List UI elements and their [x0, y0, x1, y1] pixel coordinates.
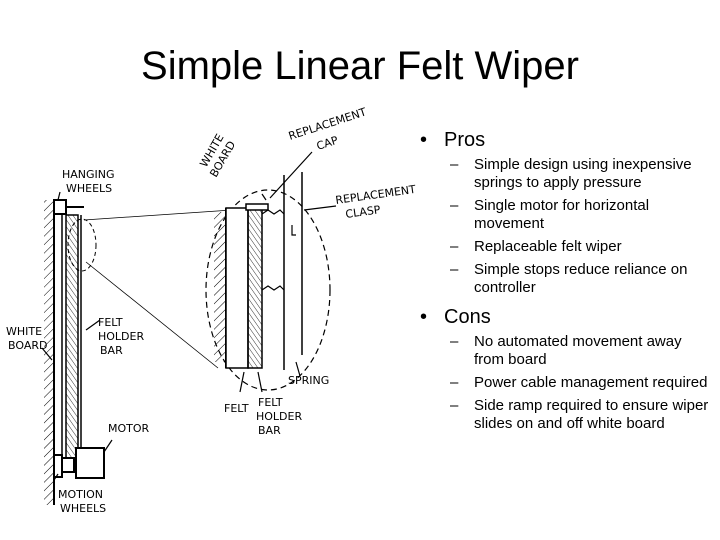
- detail-whiteboard: [214, 208, 227, 368]
- list-item: –Simple stops reduce reliance on control…: [450, 261, 688, 296]
- svg-text:WHITE: WHITE: [6, 325, 42, 338]
- svg-text:BAR: BAR: [100, 344, 123, 357]
- list-item: –Simple design using inexpensive springs…: [450, 156, 692, 191]
- label-arrows: [41, 151, 337, 481]
- cons-heading-text: Cons: [444, 306, 491, 328]
- zoom-line-top: [83, 209, 233, 221]
- cons-section: • Cons –No automated movement away from …: [418, 305, 714, 433]
- svg-text:HOLDER: HOLDER: [98, 330, 144, 343]
- zoom-circle-small: [67, 218, 97, 272]
- svg-text:HANGING: HANGING: [62, 168, 115, 181]
- detail-replacement-cap: [245, 203, 269, 211]
- label-felt-holder-bar-detail: FELT HOLDER BAR: [256, 396, 302, 437]
- detail-clasp-bar: [261, 172, 303, 370]
- list-item: –Replaceable felt wiper: [450, 238, 622, 255]
- svg-text:CLASP: CLASP: [345, 203, 382, 221]
- label-white-board-left: WHITE BOARD: [6, 325, 47, 352]
- svg-text:BOARD: BOARD: [8, 339, 47, 352]
- bullet-list: • Pros –Simple design using inexpensive …: [418, 128, 714, 441]
- pros-section: • Pros –Simple design using inexpensive …: [418, 128, 714, 297]
- list-item: –No automated movement away from board: [450, 333, 682, 368]
- slide-title: Simple Linear Felt Wiper: [141, 44, 579, 88]
- svg-text:HOLDER: HOLDER: [256, 410, 302, 423]
- pros-heading: • Pros: [418, 128, 714, 152]
- svg-text:FELT: FELT: [98, 316, 123, 329]
- list-item: –Single motor for horizontal movement: [450, 197, 650, 232]
- cons-heading: • Cons: [418, 305, 714, 329]
- svg-text:WHEELS: WHEELS: [60, 502, 106, 515]
- detail-felt-holder-bar: [247, 207, 263, 369]
- svg-text:CAP: CAP: [315, 134, 340, 153]
- label-spring: SPRING: [288, 374, 329, 387]
- side-view-felt-holder-bar: [65, 214, 82, 461]
- svg-text:FELT: FELT: [258, 396, 283, 409]
- label-replacement-clasp: REPLACEMENT CLASP: [335, 183, 417, 221]
- svg-text:WHEELS: WHEELS: [66, 182, 112, 195]
- pros-heading-text: Pros: [444, 129, 486, 151]
- list-item: –Side ramp required to ensure wiper slid…: [450, 397, 709, 432]
- label-replacement-cap: REPLACEMENT CAP: [287, 105, 368, 152]
- label-felt-holder-bar-left: FELT HOLDER BAR: [98, 316, 144, 357]
- bullet-dot: •: [420, 129, 428, 151]
- label-motion-wheels: MOTION WHEELS: [58, 488, 106, 515]
- svg-text:MOTOR: MOTOR: [108, 422, 150, 435]
- label-motor: MOTOR: [108, 422, 150, 435]
- svg-text:SPRING: SPRING: [288, 374, 329, 387]
- detail-felt: [225, 207, 249, 369]
- svg-text:BAR: BAR: [258, 424, 281, 437]
- hanging-wheels: [53, 199, 84, 215]
- label-hanging-wheels: HANGING WHEELS: [62, 168, 115, 195]
- zoom-line-bottom: [85, 261, 219, 369]
- list-item: –Power cable management required: [450, 374, 708, 391]
- label-felt-detail: FELT: [224, 402, 249, 415]
- bullet-dot: •: [420, 306, 428, 328]
- motion-wheels: [53, 454, 63, 478]
- label-white-board-detail: WHITE BOARD: [197, 132, 238, 180]
- svg-text:FELT: FELT: [224, 402, 249, 415]
- motor: [59, 447, 105, 479]
- zoom-circle-detail: [205, 189, 331, 391]
- svg-text:MOTION: MOTION: [58, 488, 103, 501]
